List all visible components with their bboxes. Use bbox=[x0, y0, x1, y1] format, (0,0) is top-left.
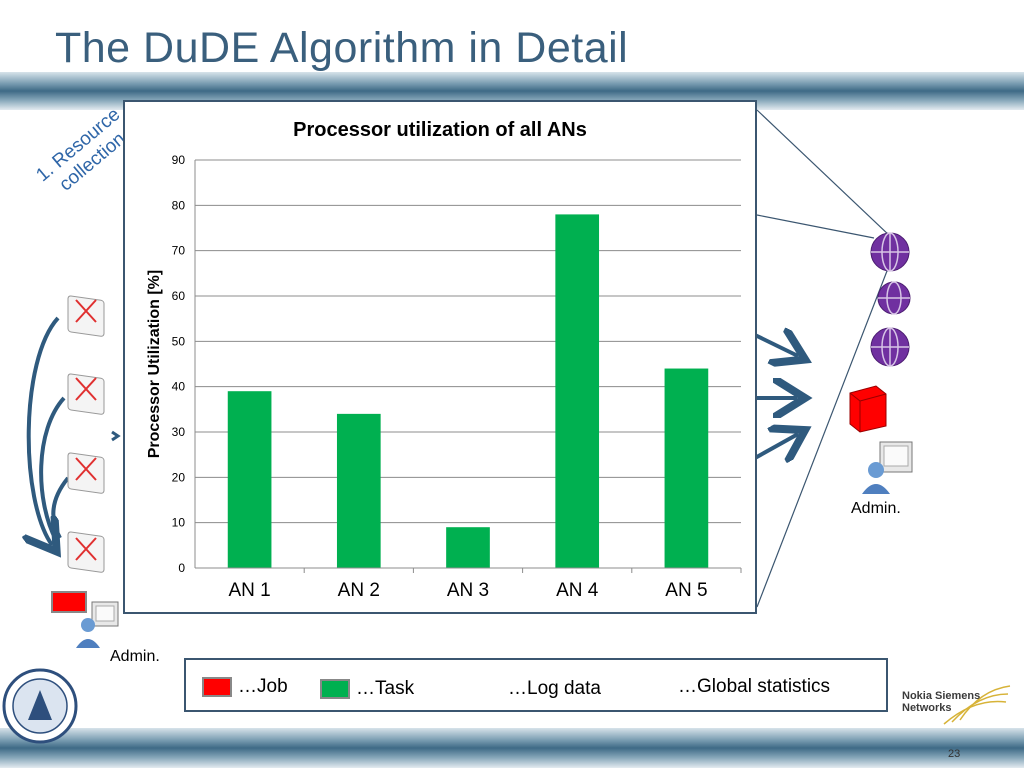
admin-computer-icon-left bbox=[76, 601, 119, 648]
stat-arrow-1 bbox=[754, 335, 798, 356]
processor-utilization-chart: Processor utilization of all ANs Process… bbox=[146, 119, 742, 601]
legend-log-data: …Log data bbox=[508, 678, 601, 700]
page-number: 23 bbox=[948, 748, 961, 760]
y-tick-label: 80 bbox=[172, 198, 186, 212]
router-icon bbox=[67, 531, 105, 573]
globe-icon bbox=[870, 327, 910, 367]
bottom-sea-band bbox=[0, 728, 1024, 768]
right-admin-label: Admin. bbox=[851, 500, 901, 517]
y-tick-label: 60 bbox=[172, 289, 186, 303]
collection-arrow-small bbox=[51, 476, 70, 539]
y-tick-label: 70 bbox=[172, 244, 186, 258]
x-tick-label: AN 5 bbox=[665, 580, 707, 601]
legend-task-label: …Task bbox=[356, 678, 415, 699]
bar-an-1 bbox=[227, 391, 272, 568]
arrow-fragment bbox=[111, 430, 121, 442]
collection-arrow-outer bbox=[29, 316, 58, 545]
y-tick-label: 50 bbox=[172, 334, 186, 348]
legend-job-label: …Job bbox=[238, 676, 288, 697]
bar-an-5 bbox=[664, 368, 709, 568]
collection-arrow-inner bbox=[39, 396, 66, 541]
bar-an-4 bbox=[555, 214, 600, 568]
nsn-logo-line2: Networks bbox=[902, 702, 952, 714]
university-seal-logo bbox=[2, 668, 78, 744]
y-tick-label: 30 bbox=[172, 425, 186, 439]
x-tick-label: AN 4 bbox=[556, 580, 599, 601]
nsn-logo-line1: Nokia Siemens bbox=[902, 690, 981, 702]
y-tick-label: 0 bbox=[178, 561, 185, 575]
job-swatch bbox=[202, 677, 232, 697]
legend-log-data-label: …Log data bbox=[508, 678, 601, 699]
x-tick-label: AN 3 bbox=[447, 580, 489, 601]
globe-icon bbox=[870, 232, 910, 272]
y-tick-label: 40 bbox=[172, 380, 186, 394]
globe-icon bbox=[877, 281, 911, 315]
x-tick-label: AN 1 bbox=[228, 580, 270, 601]
x-tick-label: AN 2 bbox=[338, 580, 380, 601]
chart-title: Processor utilization of all ANs bbox=[293, 119, 587, 141]
slide-title: The DuDE Algorithm in Detail bbox=[55, 24, 629, 72]
stat-arrow-3 bbox=[754, 434, 798, 458]
y-tick-label: 90 bbox=[172, 153, 186, 167]
nsn-wave-logo bbox=[943, 685, 1011, 725]
router-icon bbox=[67, 373, 105, 415]
legend-job: …Job bbox=[202, 676, 288, 698]
y-axis-label: Processor Utilization [%] bbox=[146, 270, 163, 458]
bar-an-2 bbox=[336, 413, 381, 568]
y-tick-label: 10 bbox=[172, 516, 186, 530]
admin-computer-icon-right bbox=[862, 441, 913, 494]
task-swatch bbox=[320, 679, 350, 699]
legend-global-statistics: …Global statistics bbox=[678, 676, 830, 698]
nsn-logo: Nokia Siemens Networks bbox=[898, 688, 998, 740]
chart-panel: Processor utilization of all ANs Process… bbox=[123, 100, 757, 614]
bar-an-3 bbox=[446, 527, 490, 568]
job-icon-left bbox=[51, 591, 87, 613]
left-admin-label: Admin. bbox=[110, 648, 160, 665]
job-cube-icon bbox=[849, 385, 887, 433]
legend-task: …Task bbox=[320, 678, 414, 700]
legend-box: …Job …Task …Log data …Global statistics bbox=[184, 658, 888, 712]
y-tick-label: 20 bbox=[172, 470, 186, 484]
legend-global-statistics-label: …Global statistics bbox=[678, 676, 831, 697]
router-icon bbox=[67, 295, 105, 337]
router-icon bbox=[67, 452, 105, 494]
